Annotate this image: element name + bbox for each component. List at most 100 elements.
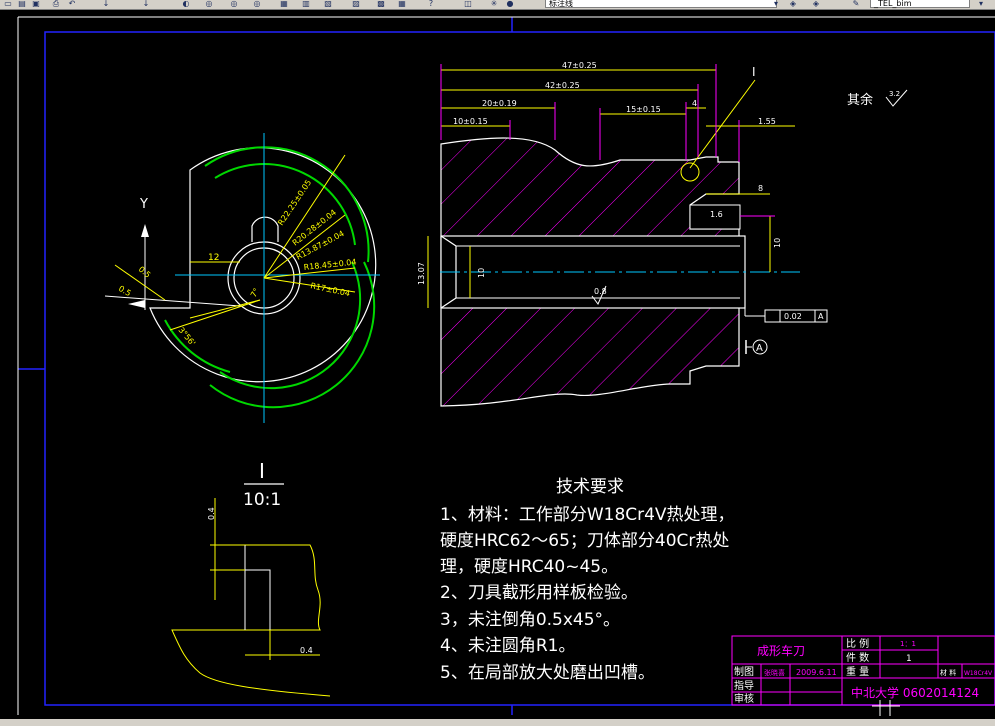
dim-1307: 13.07 (417, 262, 426, 285)
detail-ref-label: I (752, 65, 756, 79)
arc-green-2 (214, 163, 356, 246)
dim-r22: R22.25±0.05 (276, 178, 313, 227)
dim-ang2-label: 0.5 (137, 265, 153, 280)
dim-47: 47±0.25 (562, 61, 597, 70)
new-icon[interactable]: ▭ (4, 0, 12, 8)
print-icon[interactable]: ⎙ (52, 0, 60, 8)
style-select[interactable]: _TEL_bim (870, 0, 970, 8)
title-drawn-label: 制图 (734, 665, 754, 678)
y-arrow (141, 224, 149, 237)
style-chevron-icon[interactable]: ▾ (978, 0, 983, 8)
roughness-08: 0.8 (594, 287, 607, 296)
detail-label: I (259, 459, 265, 483)
dim-ang3 (169, 299, 261, 331)
save-icon[interactable]: ▣ (32, 0, 40, 8)
rake-line (104, 295, 241, 307)
technical-requirements: 技术要求 1、材料：工作部分W18Cr4V热处理， 硬度HRC62～65；刀体部… (440, 477, 735, 683)
detail-dim-04b: 0.4 (300, 646, 313, 655)
title-scale-label: 比 例 (846, 637, 869, 650)
title-block (731, 635, 995, 706)
dim-ang1-label: 7° (249, 287, 261, 299)
title-scale-value: 1：1 (900, 640, 916, 648)
requirement-line: 理，硬度HRC40~45。 (440, 557, 618, 577)
tolerance-frame (764, 309, 828, 323)
y-axis-label: Y (139, 197, 148, 212)
title-qty-value: 1 (906, 654, 912, 664)
layer-previous-icon[interactable]: ◈ (789, 0, 797, 8)
requirement-line: 5、在局部放大处磨出凹槽。 (440, 663, 655, 683)
title-review-label: 审核 (734, 692, 754, 705)
redo-arrow-icon[interactable]: ↓ (142, 0, 150, 8)
dim-4: 4 (692, 99, 697, 108)
dim-angle-line (189, 299, 261, 319)
dim-12-label: 12 (208, 253, 219, 263)
keyway (251, 216, 279, 242)
requirement-line: 1、材料：工作部分W18Cr4V热处理， (440, 505, 735, 525)
dim-42: 42±0.25 (545, 81, 580, 90)
layer-state-icon[interactable]: ✳ (490, 0, 498, 8)
surface-symbol (885, 89, 908, 107)
roughness-symbol (591, 285, 607, 305)
sheet-set-icon[interactable]: ▨ (352, 0, 360, 8)
properties-icon[interactable]: ▦ (280, 0, 288, 8)
layer-manager-icon[interactable]: ◫ (464, 0, 472, 8)
zoom-extents-icon[interactable]: ◎ (253, 0, 261, 8)
roughness-16: 1.6 (710, 210, 723, 219)
dim-r1845: R18.45±0.04 (303, 257, 357, 271)
requirements-title: 技术要求 (556, 477, 624, 497)
calculator-icon[interactable]: ▩ (377, 0, 385, 8)
undo-arrow-icon[interactable]: ↓ (102, 0, 110, 8)
dim-r1 (263, 154, 346, 279)
keyhole (689, 204, 741, 230)
dim-ang3-label: 3°56' (176, 326, 197, 348)
dim-20: 20±0.19 (482, 99, 517, 108)
title-part-name: 成形车刀 (757, 643, 805, 658)
detail-outline (171, 544, 331, 697)
dim-ang-ref (114, 264, 166, 301)
dim-r4 (263, 277, 356, 293)
dim-10: 10±0.15 (453, 117, 488, 126)
requirement-line: 2、刀具截形用样板检验。 (440, 583, 638, 603)
arc-green-4 (219, 261, 362, 390)
surface-note: 其余 (847, 92, 873, 108)
zoom-realtime-icon[interactable]: ◐ (182, 0, 190, 8)
detail-groove (244, 545, 271, 630)
tolerance-value: 0.02 (784, 312, 802, 321)
open-icon[interactable]: ▤ (18, 0, 26, 8)
dim-r2 (263, 214, 346, 279)
datum-label: A (756, 343, 763, 354)
title-drawn-name: 张晓喜 (764, 668, 785, 677)
detail-view: I 10:1 0.4 0.4 (171, 459, 331, 697)
dim-8: 8 (758, 184, 763, 193)
tool-palette-icon[interactable]: ▧ (324, 0, 332, 8)
layer-select[interactable]: 标注线 (545, 0, 777, 8)
title-school: 中北大学 0602014124 (851, 685, 979, 700)
title-material-label: 材 料 (940, 668, 956, 677)
dim-10v: 10 (773, 238, 782, 248)
tool-outline (149, 147, 377, 383)
color-icon[interactable]: ● (506, 0, 514, 8)
section-view: I 47±0.25 42±0.25 20±0.19 10±0.15 15±0.1… (417, 61, 908, 407)
undo-icon[interactable]: ↶ (68, 0, 76, 8)
tolerance-datum: A (818, 312, 824, 321)
status-bar (0, 719, 995, 726)
requirement-line: 3，未注倒角0.5x45°。 (440, 610, 620, 630)
zoom-previous-icon[interactable]: ◎ (230, 0, 238, 8)
layer-stack-icon[interactable]: ◈ (812, 0, 820, 8)
title-drawn-date: 2009.6.11 (796, 668, 837, 677)
title-guide-label: 指导 (734, 679, 754, 692)
requirement-line: 硬度HRC62～65；刀体部分40Cr热处 (440, 531, 729, 551)
title-qty-label: 件 数 (846, 651, 869, 664)
toolbar: ▭ ▤ ▣ ⎙ ↶ ↓ ↓ ◐ ◎ ◎ ◎ ▦ ▥ ▧ ▨ ▩ ▦ ? ◫ ✳ … (0, 0, 995, 10)
requirement-line: 4、未注圆角R1。 (440, 636, 575, 656)
plot-style-icon[interactable]: ✎ (852, 0, 860, 8)
detail-dim-04a: 0.4 (207, 507, 216, 520)
drawing-canvas[interactable]: Y R22.25±0.05 R20.28±0.04 R13.87±0.04 R1… (0, 10, 995, 726)
title-material-value: W18Cr4V (964, 670, 993, 677)
grid-icon[interactable]: ▦ (398, 0, 406, 8)
circular-view: Y R22.25±0.05 R20.28±0.04 R13.87±0.04 R1… (104, 133, 380, 423)
help-icon[interactable]: ? (428, 0, 434, 8)
zoom-window-icon[interactable]: ◎ (205, 0, 213, 8)
design-center-icon[interactable]: ▥ (302, 0, 310, 8)
chevron-down-icon[interactable]: ▾ (773, 0, 778, 8)
